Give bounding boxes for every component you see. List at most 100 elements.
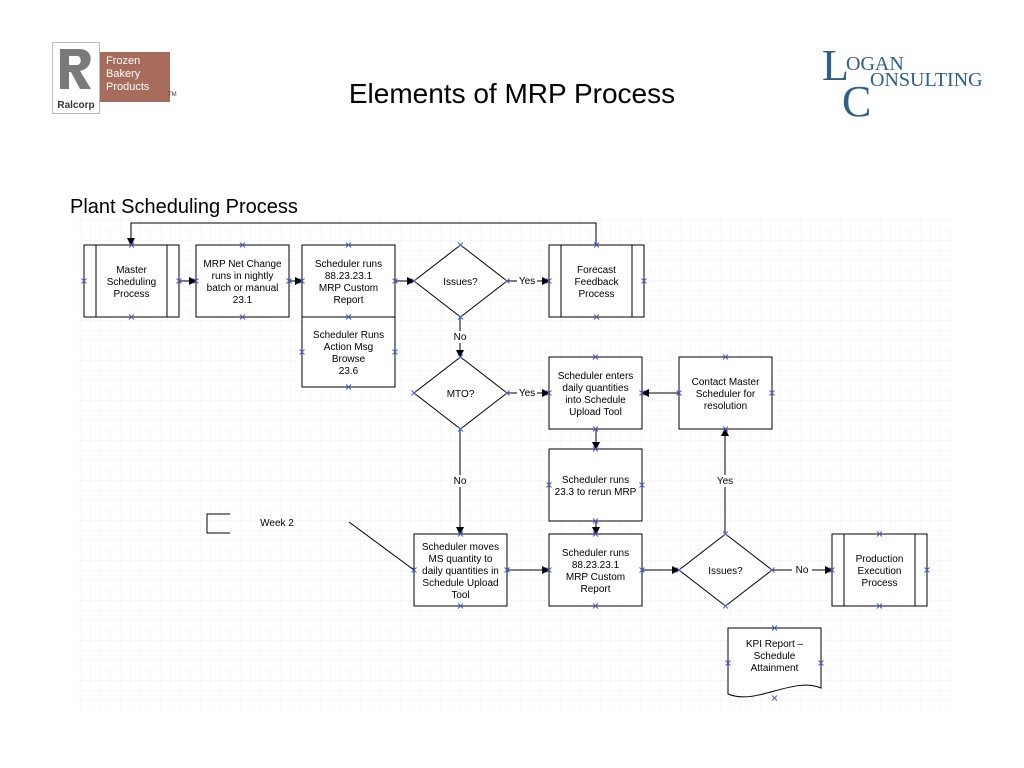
node-label: 23.3 to rerun MRP (555, 487, 637, 498)
connection-point-icon (193, 278, 199, 284)
edge-label-bg (792, 564, 812, 576)
connection-point-icon (769, 390, 775, 396)
node-label: MRP Net Change (203, 259, 282, 270)
connection-point-icon (392, 278, 398, 284)
node-label: Scheduling (107, 277, 156, 288)
connection-point-icon (345, 242, 352, 248)
node-label: 23.1 (233, 295, 253, 306)
annotation-bracket (206, 513, 230, 534)
connection-point-icon (592, 603, 599, 609)
connection-point-icon (546, 567, 552, 573)
logan-consulting-logo: L OGAN C ONSULTING (822, 42, 983, 122)
connection-point-icon (286, 278, 292, 284)
node-label: batch or manual (207, 283, 279, 294)
connection-point-icon (722, 354, 729, 360)
node-label: 23.6 (339, 366, 359, 377)
connection-point-icon (345, 314, 352, 320)
node-label: Schedule (754, 651, 796, 662)
logan-l-letter: L (822, 42, 849, 90)
connection-point-icon (239, 314, 246, 320)
node-label: Forecast (577, 265, 616, 276)
connection-point-icon (722, 426, 729, 432)
node-label: MTO? (447, 389, 475, 400)
edge-label-no-moves: No (454, 476, 467, 487)
frozen-bakery-badge: Frozen Bakery Products (100, 52, 170, 102)
node-label: Tool (451, 590, 469, 601)
node-label: Process (113, 289, 149, 300)
connection-point-icon (411, 390, 417, 396)
connection-point-icon (457, 314, 464, 320)
node-label: Schedule Upload (422, 578, 498, 589)
node-label: 88.23.23.1 (325, 271, 373, 282)
connection-point-icon (593, 242, 600, 248)
edge-label-bg (715, 475, 735, 487)
node-label: Master (116, 265, 147, 276)
connection-point-icon (299, 278, 305, 284)
connection-point-icon (641, 278, 647, 284)
week-annotation: Week 2 (206, 513, 415, 571)
connection-point-icon (876, 603, 883, 609)
node-label: KPI Report – (746, 639, 804, 650)
connection-point-icon (504, 567, 510, 573)
connection-point-icon (299, 349, 305, 355)
connection-point-icon (457, 426, 464, 432)
connection-point-icon (769, 567, 775, 573)
annotation-text: Week 2 (260, 518, 294, 529)
node-label: Feedback (575, 277, 620, 288)
slide-title: Elements of MRP Process (348, 78, 676, 109)
document-shape (727, 627, 822, 698)
node-label: Scheduler runs (562, 548, 629, 559)
connection-point-icon (457, 603, 464, 609)
node-label: Attainment (751, 663, 799, 674)
connection-point-icon (504, 278, 510, 284)
node-issues-2: Issues? (676, 531, 775, 609)
connection-point-icon (829, 567, 835, 573)
ralcorp-logo: Ralcorp Frozen Bakery Products TM (52, 42, 177, 114)
connection-point-icon (676, 567, 682, 573)
connection-point-icon (722, 603, 729, 609)
connection-point-icon (81, 278, 87, 284)
node-label: 88.23.23.1 (572, 560, 620, 571)
connection-point-icon (457, 242, 464, 248)
node-issues-1: Issues? (411, 242, 510, 320)
node-mto: MTO? (411, 354, 510, 432)
connection-point-icon (639, 482, 645, 488)
node-label: Process (578, 289, 614, 300)
connection-point-icon (592, 518, 599, 524)
node-label: Action Msg (324, 342, 373, 353)
edge-label-bg (517, 387, 537, 399)
fbp-line: Frozen (106, 55, 141, 67)
logan-onsulting-text: ONSULTING (870, 69, 983, 91)
node-label: Report (333, 295, 363, 306)
trademark: TM (168, 92, 177, 98)
process-box (83, 244, 180, 318)
connection-point-icon (457, 531, 464, 537)
edge-label-no-mto: No (454, 332, 467, 343)
node-label: Scheduler enters (558, 371, 634, 382)
connection-point-icon (457, 354, 464, 360)
connection-point-icon (345, 384, 352, 390)
connection-point-icon (176, 278, 182, 284)
node-label: into Schedule (565, 395, 626, 406)
node-label: Contact Master (692, 377, 760, 388)
process-box (195, 244, 290, 318)
connection-point-icon (592, 354, 599, 360)
connection-point-icon (771, 625, 778, 631)
fbp-line: Bakery (106, 68, 141, 80)
node-label: Scheduler runs (562, 475, 629, 486)
node-label: Scheduler for (696, 389, 756, 400)
connection-point-icon (639, 567, 645, 573)
connection-point-icon (546, 278, 552, 284)
connection-point-icon (818, 660, 824, 666)
edge-label-yes-contact: Yes (717, 476, 733, 487)
node-label: Issues? (708, 566, 743, 577)
